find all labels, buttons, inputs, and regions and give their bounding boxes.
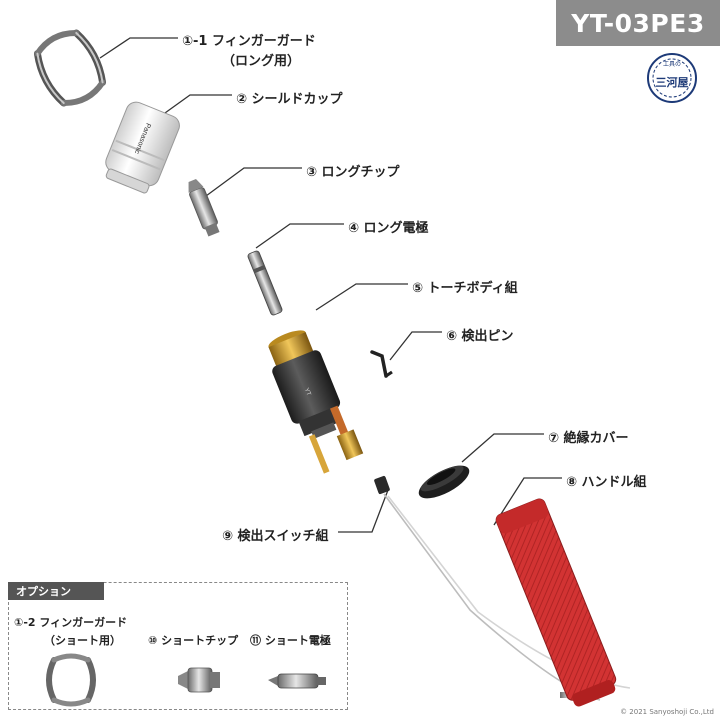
part-name: ロングチップ	[321, 165, 400, 180]
label-long-electrode: ④ ロング電極	[348, 217, 429, 236]
label-torch-body: ⑤ トーチボディ組	[412, 277, 518, 296]
part-number: ⑧	[566, 475, 578, 490]
seal-main-text: 三河屋	[656, 75, 689, 89]
part-name: ロング電極	[363, 221, 429, 236]
label-long-tip: ③ ロングチップ	[306, 161, 400, 180]
options-title: オプション	[8, 582, 104, 600]
part-number: ④	[348, 221, 360, 236]
torch-body-illustration: YT	[268, 330, 364, 474]
part-number: ⑦	[548, 431, 560, 446]
leader-long-tip	[205, 167, 302, 197]
label-insulation-cover: ⑦ 絶縁カバー	[548, 427, 629, 446]
finger-guard-long-illustration	[33, 29, 107, 107]
label-detect-switch: ⑨ 検出スイッチ組	[222, 525, 329, 544]
leader-shield-cup	[157, 94, 232, 119]
part-sub: （ロング用）	[222, 54, 301, 69]
part-name: シールドカップ	[251, 92, 343, 107]
part-name: トーチボディ組	[427, 281, 518, 296]
option-finger-guard-short: ①-2 フィンガーガード	[14, 614, 127, 630]
part-number: ①-1	[182, 34, 208, 49]
long-electrode-illustration	[247, 250, 283, 316]
insulation-cover-illustration	[418, 465, 470, 499]
leader-torch-body	[315, 283, 408, 311]
option-number: ①-2	[14, 616, 36, 629]
label-finger-guard-long-sub: （ロング用）	[222, 50, 300, 69]
shield-cup-illustration: Panasonic	[105, 101, 180, 194]
leader-long-electrode	[255, 223, 344, 249]
option-name: ショートチップ	[161, 634, 239, 647]
option-name: フィンガーガード	[39, 616, 128, 629]
leader-handle	[493, 477, 562, 526]
short-tip-illustration	[178, 667, 220, 693]
leader-insulation-cover	[461, 433, 544, 463]
label-finger-guard-long: ①-1 フィンガーガード	[182, 30, 316, 49]
label-handle: ⑧ ハンドル組	[566, 471, 647, 490]
copyright-notice: © 2021 Sanyoshoji Co.,Ltd	[620, 708, 714, 716]
long-tip-illustration	[188, 178, 220, 237]
option-number: ⑪	[250, 634, 261, 647]
svg-text:YT: YT	[303, 387, 312, 397]
seal-small-text: 工具の	[663, 61, 681, 68]
part-name: 検出スイッチ組	[237, 529, 329, 544]
part-number: ②	[236, 92, 248, 107]
handle-illustration	[495, 498, 617, 707]
leader-detect-pin	[389, 331, 442, 361]
option-sub: （ショート用）	[44, 634, 121, 647]
label-detect-pin: ⑥ 検出ピン	[446, 325, 514, 344]
option-finger-guard-short-sub: （ショート用）	[44, 632, 121, 648]
option-short-electrode: ⑪ ショート電極	[250, 632, 331, 648]
part-number: ⑥	[446, 329, 458, 344]
part-name: 絶縁カバー	[563, 431, 629, 446]
leader-lines	[99, 37, 562, 533]
part-name: 検出ピン	[461, 329, 514, 344]
finger-guard-short-illustration	[46, 653, 96, 707]
part-name: フィンガーガード	[211, 34, 316, 49]
option-name: ショート電極	[264, 634, 331, 647]
part-number: ③	[306, 165, 318, 180]
shop-seal: 工具の 三河屋	[647, 53, 697, 103]
options-panel	[8, 582, 348, 710]
short-electrode-illustration	[268, 673, 326, 689]
option-number: ⑩	[148, 634, 158, 647]
leader-detect-switch	[338, 489, 389, 533]
label-shield-cup: ② シールドカップ	[236, 88, 343, 107]
model-number-badge: YT-03PE3	[556, 0, 720, 46]
part-name: ハンドル組	[581, 475, 647, 490]
option-short-tip: ⑩ ショートチップ	[148, 632, 238, 648]
part-number: ⑨	[222, 529, 234, 544]
part-number: ⑤	[412, 281, 424, 296]
leader-finger-guard	[99, 37, 178, 59]
detect-pin-illustration	[370, 350, 393, 378]
